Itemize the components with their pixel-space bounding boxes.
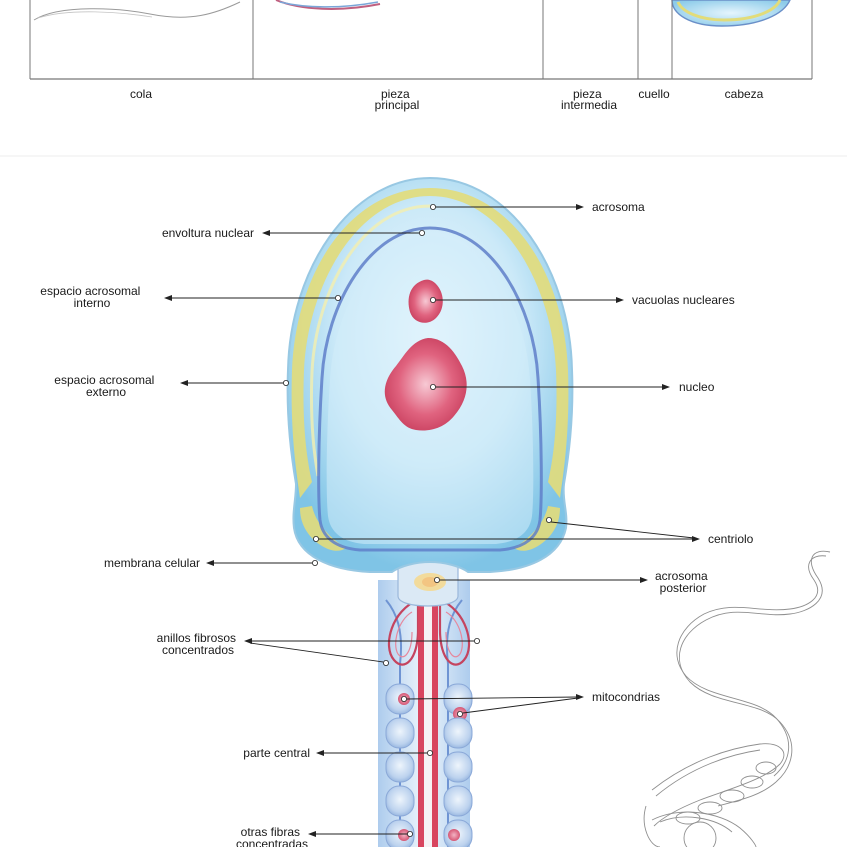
label-nucleo: nucleo — [679, 380, 715, 394]
label-acrosoma-posterior: acrosoma posterior — [655, 569, 711, 595]
label-espacio-acrosomal-interno: espacio acrosomal interno — [40, 284, 143, 310]
label-otras-fibras-concentradas: otras fibras concentradas — [236, 825, 308, 847]
label-mitocondrias: mitocondrias — [592, 690, 660, 704]
label-acrosoma: acrosoma — [592, 200, 645, 214]
label-envoltura-nuclear: envoltura nuclear — [162, 226, 254, 240]
label-centriolo: centriolo — [708, 532, 754, 546]
nuclear-vacuole-large — [384, 338, 467, 431]
overview-principal-sketch-inner — [279, 1, 379, 8]
label-espacio-acrosomal-externo: espacio acrosomal externo — [54, 373, 157, 399]
mitochondria — [385, 683, 473, 847]
nuclear-vacuole-small — [408, 279, 443, 323]
nuclear-envelope — [317, 226, 543, 552]
overview-head — [671, 0, 791, 27]
segment-label-pieza-principal: pieza principal — [375, 87, 420, 112]
segment-label-pieza-intermedia: pieza intermedia — [561, 87, 617, 112]
whole-sperm-sketch — [643, 550, 831, 847]
fibrous-rings — [387, 598, 471, 666]
overview-panel: cola pieza principal pieza intermedia cu… — [0, 0, 847, 157]
overview-head-acrosome — [676, 0, 782, 22]
acrosome-highlight — [309, 204, 431, 477]
label-parte-central: parte central — [243, 746, 310, 760]
label-membrana-celular: membrana celular — [104, 556, 200, 570]
segment-label-cabeza: cabeza — [725, 87, 764, 101]
leaders — [164, 203, 700, 838]
head — [286, 176, 574, 573]
overview-tail-sketch — [33, 1, 241, 21]
labels: acrosoma envoltura nuclear espacio acros… — [40, 200, 753, 847]
sperm-main: acrosoma envoltura nuclear espacio acros… — [40, 176, 754, 847]
label-vacuolas-nucleares: vacuolas nucleares — [632, 293, 735, 307]
segment-label-cuello: cuello — [638, 87, 670, 101]
overview-tail-sketch-2 — [37, 11, 153, 19]
axoneme — [418, 582, 438, 847]
label-anillos-fibrosos-concentrados: anillos fibrosos concentrados — [157, 631, 240, 657]
segment-label-cola: cola — [130, 87, 152, 101]
